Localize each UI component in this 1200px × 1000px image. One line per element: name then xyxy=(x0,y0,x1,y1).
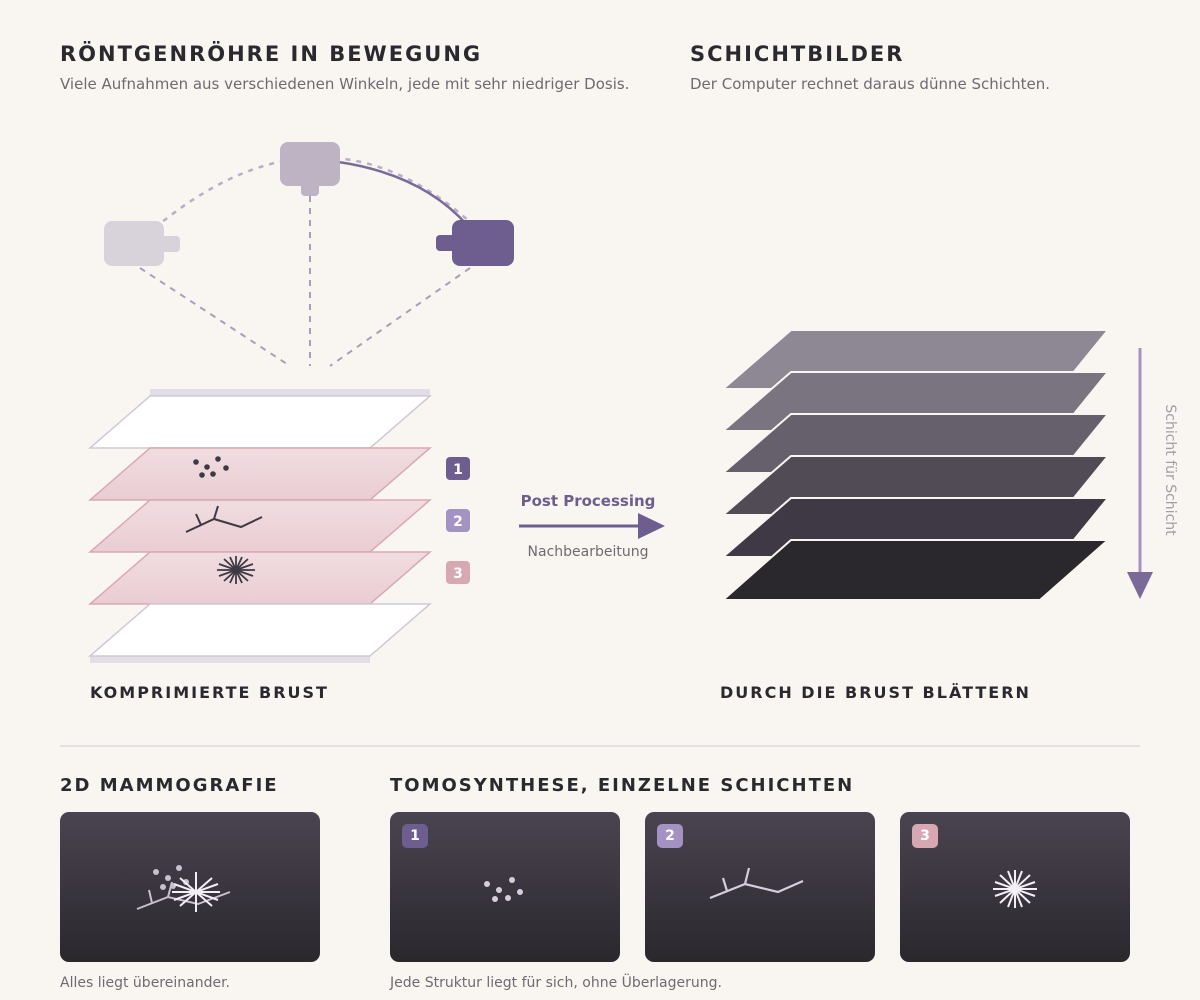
mammo-caption: Alles liegt übereinander. xyxy=(60,975,231,991)
right-section-subtitle: Der Computer rechnet daraus dünne Schich… xyxy=(690,75,1051,93)
xray-tube-center-icon xyxy=(280,142,340,196)
layer-badge-1: 1 xyxy=(446,457,470,480)
process-subtitle: Nachbearbeitung xyxy=(528,544,649,560)
tomo-panel-1: 1 xyxy=(390,812,620,962)
spiculated-lesion-icon xyxy=(217,556,255,584)
layer-badge-3: 3 xyxy=(446,561,470,584)
compressed-breast-stack xyxy=(87,389,433,663)
tomo-panel-2: 2 xyxy=(645,812,875,962)
spiculated-lesion-icon xyxy=(993,870,1037,908)
slice-arrow-label: Schicht für Schicht xyxy=(1162,404,1178,536)
left-section-subtitle: Viele Aufnahmen aus verschiedenen Winkel… xyxy=(60,75,630,93)
left-section-title: RÖNTGENRÖHRE IN BEWEGUNG xyxy=(60,42,483,66)
svg-text:3: 3 xyxy=(453,566,463,582)
panel-badge-2: 2 xyxy=(657,824,683,848)
process-arrow-icon xyxy=(519,513,665,539)
xray-tube-right-icon xyxy=(436,220,514,266)
right-section-title: SCHICHTBILDER xyxy=(690,42,905,66)
tomosynthesis-diagram: 1 2 3 Post Processing Nachbearbeitung Sc… xyxy=(87,142,1178,663)
xray-beam-lines xyxy=(139,196,471,367)
compressed-breast-label: KOMPRIMIERTE BRUST xyxy=(90,683,329,702)
mammo-panel xyxy=(60,812,320,962)
tomo-panel-3: 3 xyxy=(900,812,1130,962)
panel-badge-1: 1 xyxy=(402,824,428,848)
overlapping-structures-icon xyxy=(136,865,231,912)
scroll-down-arrow-icon xyxy=(1127,348,1153,599)
xray-tube-left-icon xyxy=(104,221,180,266)
svg-text:2: 2 xyxy=(453,514,463,530)
calcification-dots-icon xyxy=(484,877,523,902)
process-title: Post Processing xyxy=(521,492,656,510)
svg-text:1: 1 xyxy=(453,462,463,478)
branching-structure-icon xyxy=(709,867,804,900)
slice-stack xyxy=(720,329,1111,601)
layer-badge-2: 2 xyxy=(446,509,470,532)
mammo-title: 2D MAMMOGRAFIE xyxy=(60,775,279,796)
calcification-dots-icon xyxy=(193,456,229,478)
tomo-title: TOMOSYNTHESE, EINZELNE SCHICHTEN xyxy=(390,775,855,796)
panel-badge-3: 3 xyxy=(912,824,938,848)
section-divider xyxy=(60,745,1140,747)
branching-structure-icon xyxy=(185,505,263,533)
browse-slices-label: DURCH DIE BRUST BLÄTTERN xyxy=(720,683,1031,702)
tomo-caption: Jede Struktur liegt für sich, ohne Überl… xyxy=(390,975,722,991)
